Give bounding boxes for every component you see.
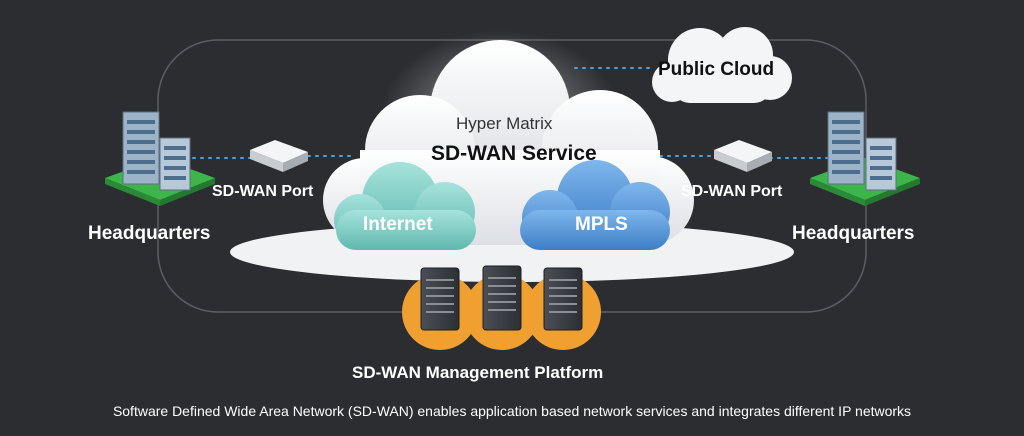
link-lines xyxy=(184,67,836,159)
server-rack-icon xyxy=(543,267,583,331)
internet-cloud xyxy=(334,162,476,250)
mpls-label: MPLS xyxy=(575,214,628,235)
diagram-caption: Software Defined Wide Area Network (SD-W… xyxy=(112,403,912,419)
public-cloud-label: Public Cloud xyxy=(658,59,775,80)
internet-label: Internet xyxy=(363,214,433,235)
right-site-name: Headquarters xyxy=(792,223,915,244)
service-title: SD-WAN Service xyxy=(431,142,597,165)
left-site-name: Headquarters xyxy=(88,223,211,244)
right-port-label: SD-WAN Port xyxy=(681,183,783,200)
management-platform-label: SD-WAN Management Platform xyxy=(352,363,604,382)
vendor-label: Hyper Matrix xyxy=(456,114,553,133)
left-port-label: SD-WAN Port xyxy=(212,183,314,200)
server-rack-icon xyxy=(482,265,522,331)
building-icon xyxy=(810,111,920,206)
router-device-icon xyxy=(714,140,772,172)
building-icon xyxy=(105,111,215,206)
mpls-cloud xyxy=(520,160,670,250)
server-rack-icon xyxy=(420,267,460,331)
router-device-icon xyxy=(250,140,308,172)
public-cloud xyxy=(652,27,792,103)
